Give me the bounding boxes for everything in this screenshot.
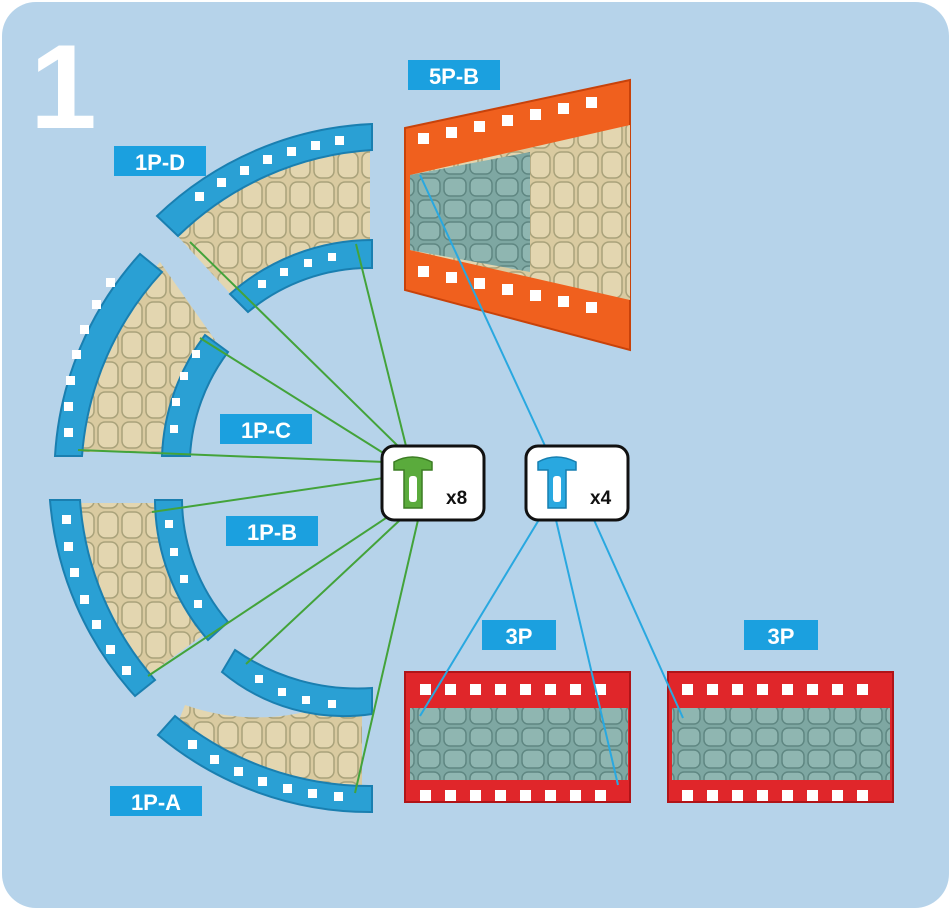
track-piece-5p-b [404, 78, 631, 352]
green-connector-icon [393, 456, 433, 509]
label-1p-a: 1P-A [110, 786, 202, 816]
step-number: 1 [30, 20, 97, 154]
label-1p-c: 1P-C [220, 414, 312, 444]
svg-text:1P-B: 1P-B [247, 520, 297, 545]
svg-text:1P-A: 1P-A [131, 790, 181, 815]
label-5p-b: 5P-B [408, 60, 500, 90]
track-piece-1p-b [48, 499, 230, 698]
svg-text:1P-D: 1P-D [135, 150, 185, 175]
svg-text:3P: 3P [768, 624, 795, 649]
track-piece-3p-right [667, 671, 894, 803]
svg-text:5P-B: 5P-B [429, 64, 479, 89]
green-connector-callout: x8 [380, 444, 486, 522]
blue-connector-count: x4 [590, 488, 612, 509]
green-connector-count: x8 [446, 488, 467, 509]
track-piece-1p-c [53, 252, 230, 457]
track-piece-3p-left [404, 671, 631, 803]
label-1p-b: 1P-B [226, 516, 318, 546]
label-3p-left: 3P [482, 620, 556, 650]
label-3p-right: 3P [744, 620, 818, 650]
track-piece-1p-a [156, 648, 373, 814]
blue-connector-lines [419, 174, 684, 786]
blue-connector-callout: x4 [524, 444, 630, 522]
blue-connector-icon [537, 456, 577, 509]
green-connector-lines [77, 241, 419, 794]
svg-text:3P: 3P [506, 624, 533, 649]
track-piece-1p-d [155, 122, 373, 314]
label-1p-d: 1P-D [114, 146, 206, 176]
svg-text:1P-C: 1P-C [241, 418, 291, 443]
